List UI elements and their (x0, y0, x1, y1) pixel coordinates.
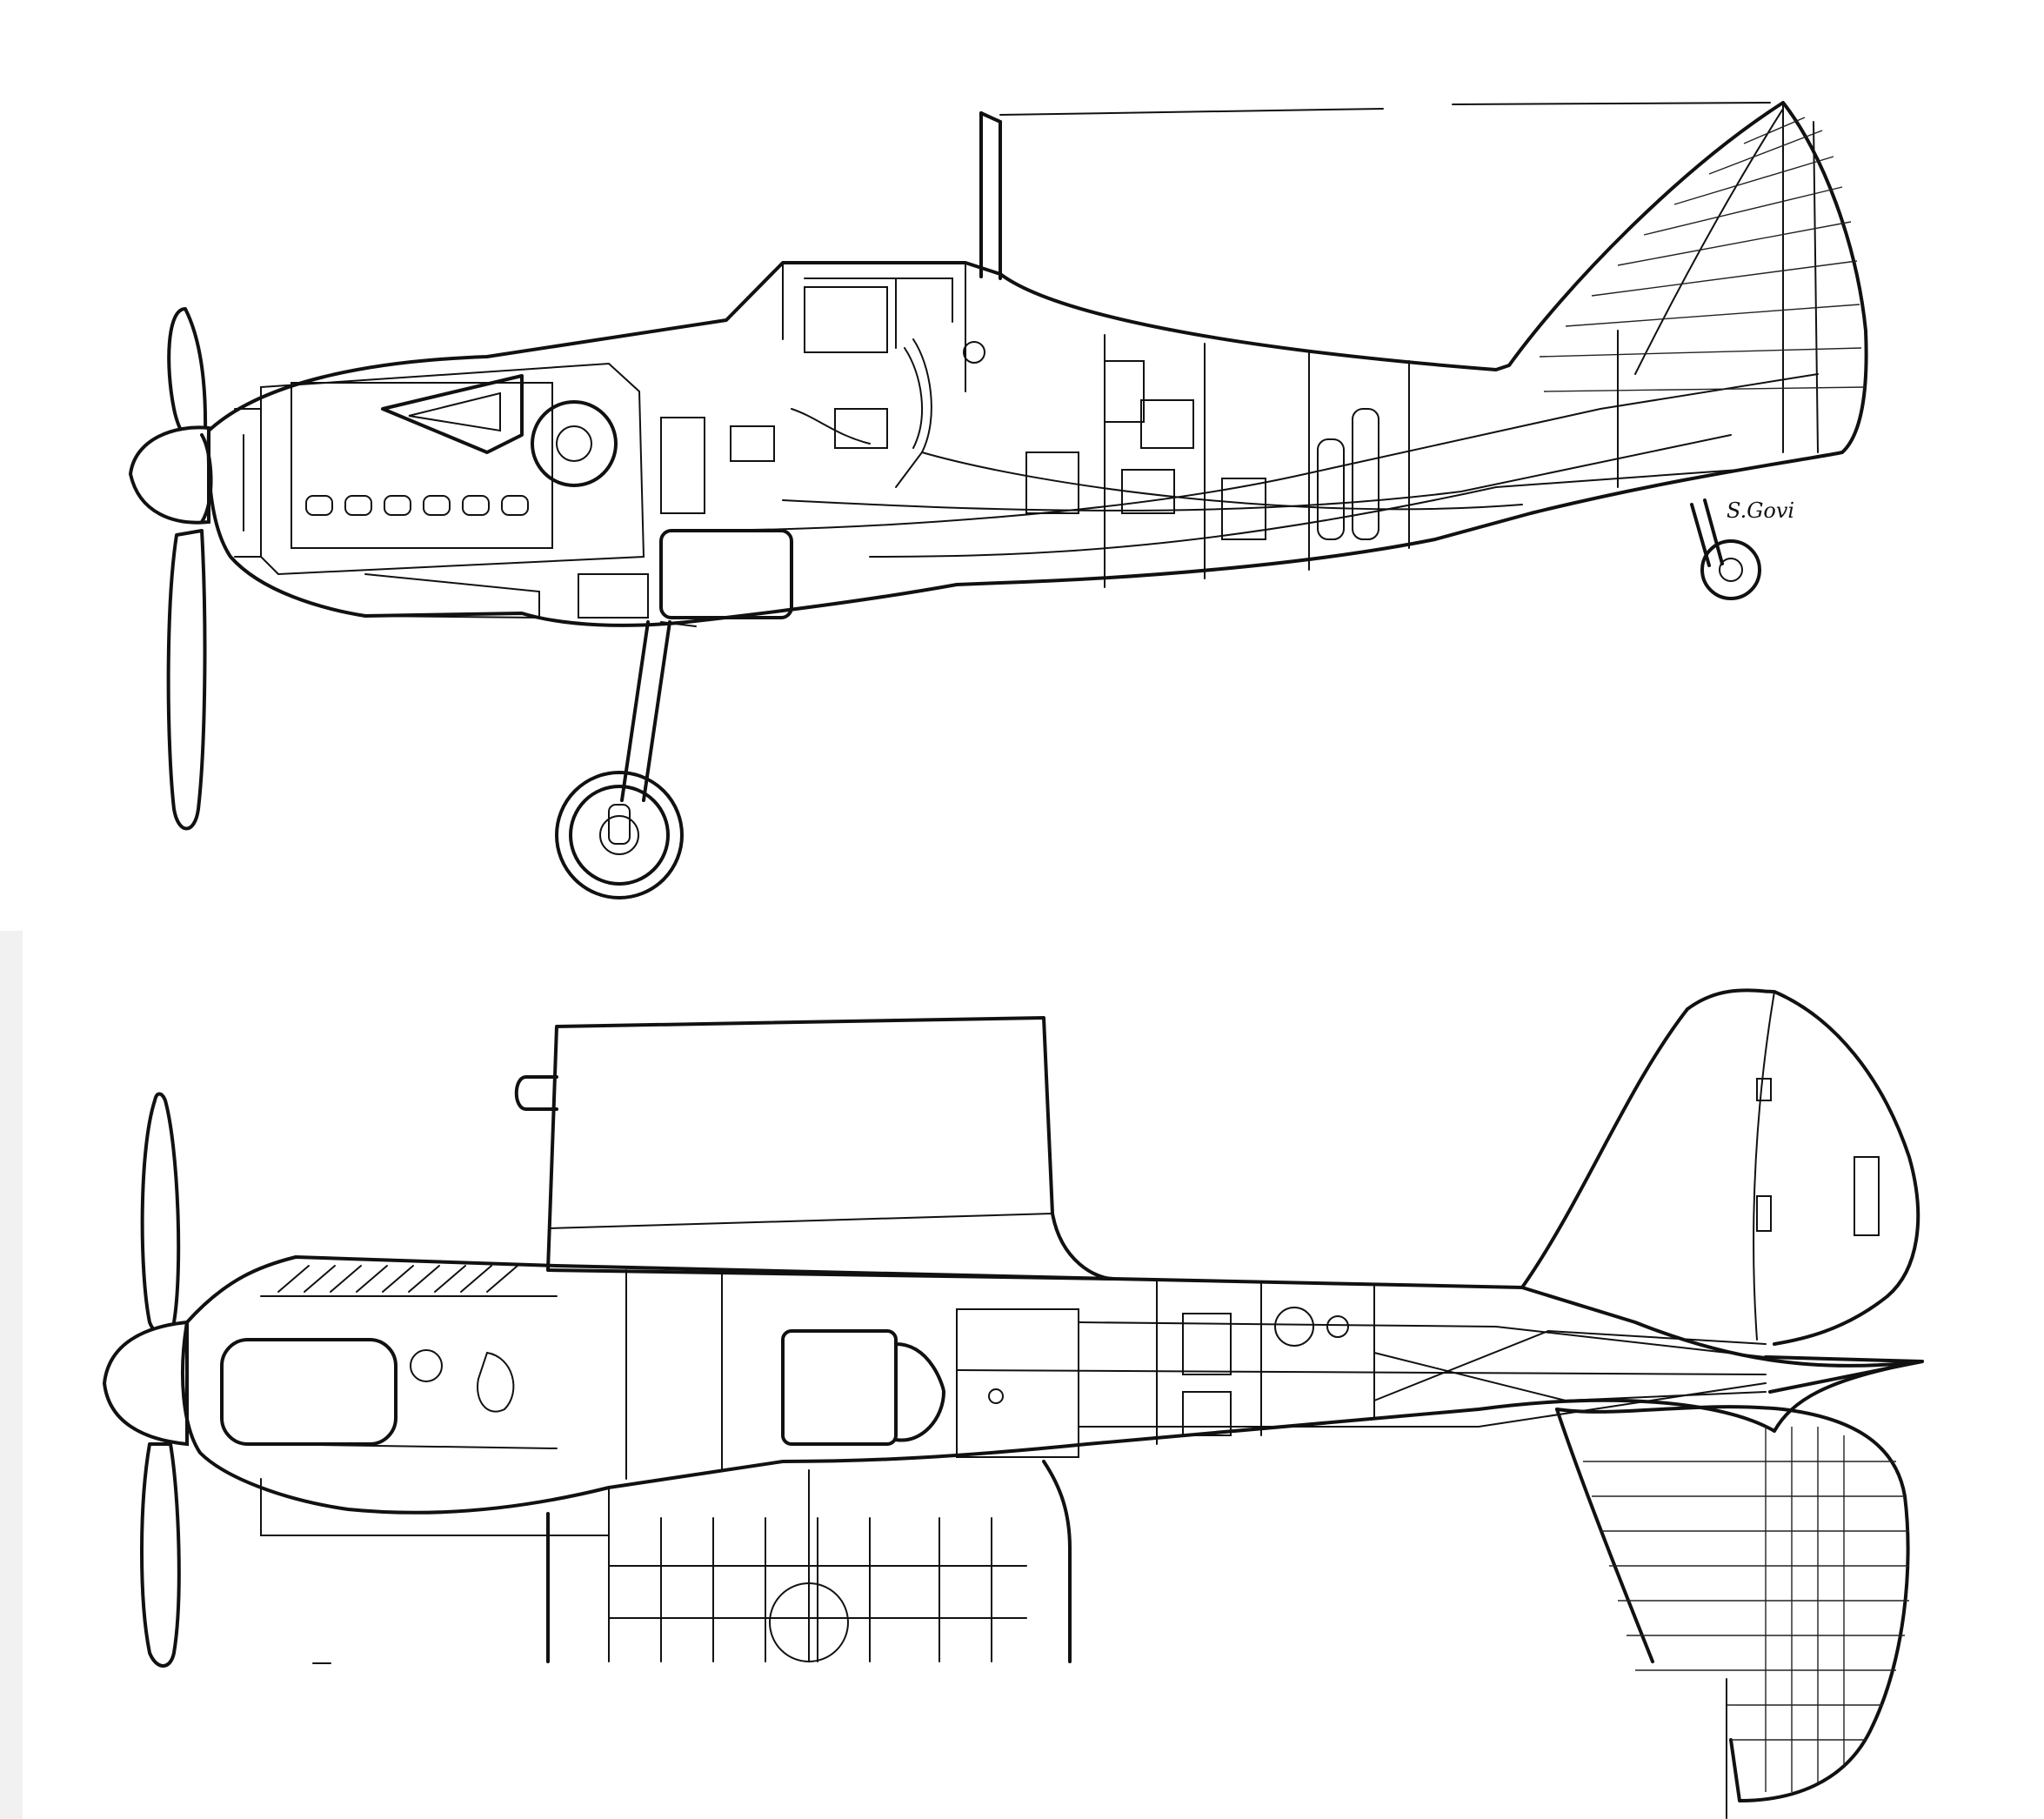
top-wing-pitot (514, 1075, 558, 1111)
top-engine (220, 1265, 558, 1449)
top-lower-wing (312, 1460, 1072, 1664)
top-wing-flap-line (549, 1213, 1053, 1229)
side-control-cables (678, 373, 1819, 558)
top-control-cables (956, 1321, 1767, 1428)
side-engine (234, 362, 645, 619)
top-upper-stabiliser (1520, 988, 1920, 1346)
top-view-aircraft (102, 988, 1924, 1819)
top-fuel-tank (781, 1308, 1079, 1458)
side-view-aircraft: S.Govi (128, 101, 1868, 899)
top-upper-elevator-trim (1854, 1156, 1880, 1236)
top-upper-wing (546, 1016, 1115, 1281)
page-gutter (0, 931, 23, 1819)
top-propeller (102, 1092, 189, 1668)
side-propeller (128, 307, 213, 831)
side-fin-structure (1539, 104, 1867, 488)
side-fuel-tank (659, 529, 793, 619)
side-oil-tank (578, 573, 649, 619)
side-antenna (979, 102, 1771, 280)
top-aft-equipment (1182, 1307, 1349, 1436)
top-fuselage-outline (181, 1255, 1924, 1515)
artist-signature: S.Govi (1727, 498, 1794, 523)
top-tail-cone (1764, 1355, 1924, 1394)
side-fuselage-outline (206, 101, 1868, 627)
top-upper-elevator-tab-1 (1756, 1078, 1772, 1101)
side-radio-equipment (1025, 360, 1379, 540)
side-main-landing-gear (555, 620, 697, 899)
top-upper-elevator-hinge (1753, 991, 1775, 1341)
side-cockpit-equipment (660, 338, 985, 514)
side-canopy (782, 262, 966, 392)
top-lower-stabiliser (1555, 1405, 1910, 1802)
top-exhaust-fairing (260, 1478, 610, 1536)
top-lower-stabiliser-ribs (1583, 1427, 1909, 1792)
top-fuselage-frames (625, 1269, 1375, 1480)
top-upper-elevator-tab-2 (1756, 1195, 1772, 1232)
side-tail-wheel (1690, 498, 1761, 600)
top-lower-stabiliser-root (1555, 1408, 1654, 1663)
